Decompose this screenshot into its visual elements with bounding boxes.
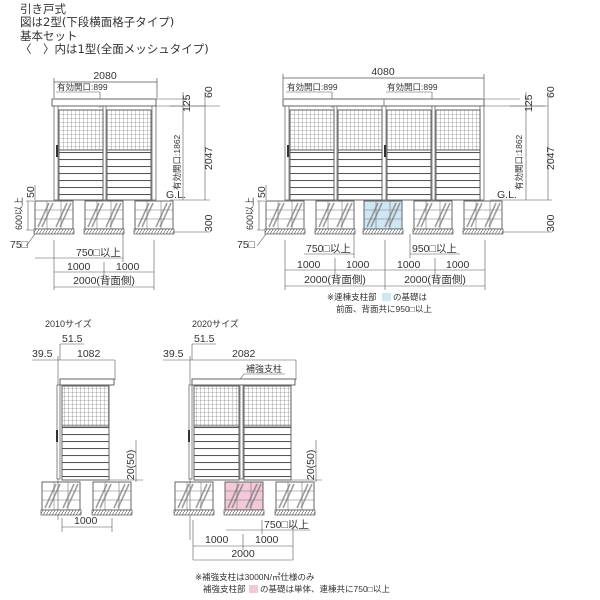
dim-spacing-right: 1000: [255, 534, 279, 546]
dim-total-height: 2047: [203, 146, 215, 170]
header-line-set: 基本セット: [20, 28, 78, 43]
dim-offset-top: 51.5: [62, 333, 83, 345]
size-2020-diagram: 2020サイズ 51.5 39.5 2082 補強支柱 20(50) 750□以…: [163, 318, 390, 594]
header-notes: 引き戸式 図は2型(下段横面格子タイプ) 基本セット 〈 〉内は1型(全面メッシ…: [20, 2, 209, 57]
reinforce-note-line2b: の基礎は単体、連棟共に750□以上: [260, 584, 390, 594]
dim-opening-height: 有効開口:1862: [514, 134, 524, 190]
dim-spacing-total-left: 2000(背面側): [304, 273, 366, 286]
reinforce-color-swatch: [249, 585, 258, 593]
dim-spacing-2: 1000: [346, 259, 370, 271]
reinforce-note-line2a: 補強支柱部: [203, 584, 246, 594]
dim-opening-width-left: 有効開口:899: [287, 82, 338, 92]
dim-roof-height: 125: [523, 94, 535, 112]
joint-note-line2: 前面、背面共に950□以上: [336, 304, 432, 314]
dim-joint-square: 950□以上: [412, 243, 457, 255]
dim-footing-size: 75□: [237, 239, 256, 251]
dim-total-height: 2047: [545, 146, 557, 170]
dim-foundation-square: 750□以上: [76, 247, 121, 259]
dim-foundation-top: 50: [25, 186, 37, 198]
dim-opening-width-right: 有効開口:899: [387, 82, 438, 92]
dim-spacing-left: 1000: [67, 261, 91, 273]
dim-spacing-1: 1000: [297, 259, 321, 271]
dim-roof-offset: 60: [203, 86, 215, 98]
header-line-bracket-note: 〈 〉内は1型(全面メッシュタイプ): [20, 42, 209, 57]
single-unit-diagram: 2080 有効開口:899 125 60 有効開口:1862 2047 G.L.…: [10, 70, 220, 290]
dim-width: 1082: [77, 348, 101, 360]
dim-width-total: 4080: [371, 66, 395, 78]
size-2020-title: 2020サイズ: [192, 318, 239, 329]
size-2010-title: 2010サイズ: [45, 318, 92, 329]
dim-opening-width: 有効開口:899: [57, 82, 108, 92]
dim-spacing-total: 2000: [231, 548, 255, 560]
dim-foundation-top: 50: [256, 186, 268, 198]
dim-offset-left: 39.5: [163, 348, 184, 360]
dim-footing-size: 75□: [10, 239, 29, 251]
dim-spacing-4: 1000: [446, 259, 470, 271]
dim-spacing-total-right: 2000(背面側): [404, 273, 466, 286]
joint-note-line1b: の基礎は: [393, 292, 428, 302]
dim-spacing-3: 1000: [397, 259, 421, 271]
header-line-door-type: 引き戸式: [20, 2, 66, 16]
double-unit-diagram: 4080 有効開口:899 有効開口:899 125 60 有効開口:1862 …: [237, 66, 557, 314]
dim-foundation-square: 750□以上: [264, 519, 309, 531]
ground-level-label: G.L.: [166, 189, 186, 201]
dim-spacing-right: 1000: [116, 261, 140, 273]
size-2010-diagram: 2010サイズ 51.5 39.5 1082 20(50) 1000: [32, 318, 143, 532]
dim-spacing-left: 1000: [205, 534, 229, 546]
dim-opening-height: 有効開口:1862: [172, 134, 182, 190]
reinforce-note-line1: ※補強支柱は3000N/㎡仕様のみ: [195, 572, 315, 582]
dim-foundation-size: 600以上: [14, 197, 24, 230]
dim-spacing: 1000: [74, 515, 98, 527]
dim-offset-left: 39.5: [32, 348, 53, 360]
header-line-model: 図は2型(下段横面格子タイプ): [20, 15, 175, 30]
dim-foundation-size: 600以上: [245, 197, 255, 230]
joint-note-line1a: ※連棟支柱部: [327, 292, 377, 302]
dim-width-total: 2080: [93, 70, 117, 82]
dim-foundation-top: 20(50): [305, 450, 317, 480]
ground-level-label: G.L.: [497, 189, 517, 201]
dim-width: 2082: [232, 348, 256, 360]
dim-foundation-depth: 300: [203, 214, 215, 232]
dim-foundation-top: 20(50): [125, 450, 137, 480]
joint-color-swatch: [382, 293, 391, 301]
dim-offset-top: 51.5: [194, 333, 215, 345]
dim-foundation-square: 750□以上: [306, 243, 351, 255]
dim-spacing-total: 2000(背面側): [73, 274, 135, 287]
reinforce-post-label: 補強支柱: [246, 363, 282, 374]
dim-foundation-depth: 300: [545, 214, 557, 232]
dim-roof-offset: 60: [545, 86, 557, 98]
dim-roof-height: 125: [181, 94, 193, 112]
